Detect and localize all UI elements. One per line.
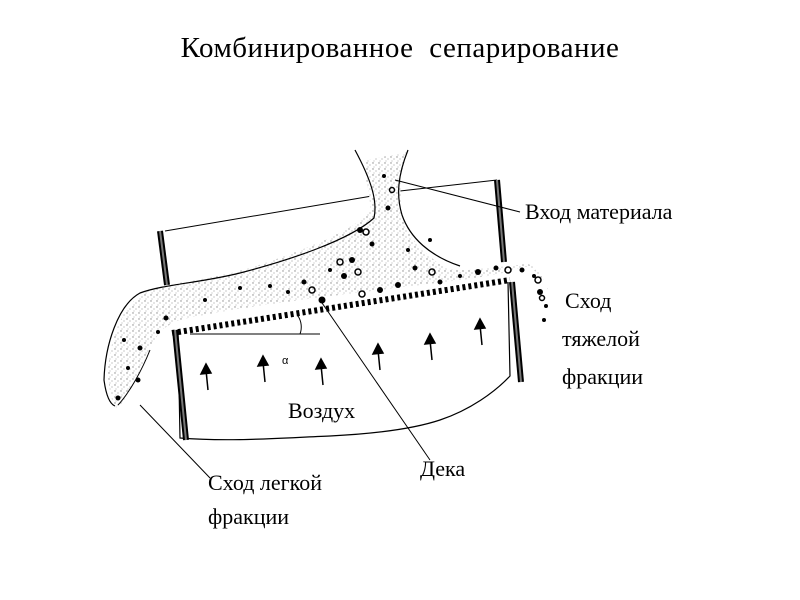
label-light-line1: Сход легкой [208,470,322,495]
material-outline-right [398,149,461,267]
particle-rings [308,186,546,302]
frame-lines [164,179,498,232]
label-light-line2: фракции [208,504,289,529]
air-arrow-2 [256,354,270,383]
leader-lines [139,179,521,479]
air-chamber [177,281,511,441]
air-arrows [199,317,487,391]
material-outline [103,149,376,407]
label-heavy-line3: фракции [562,364,643,389]
material-layer [108,152,548,408]
air-arrow-4 [371,342,385,371]
label-heavy-line2: тяжелой [562,326,640,351]
label-air: Воздух [288,398,355,423]
air-arrow-6 [473,317,487,346]
light-fraction-outline [117,349,151,406]
label-input-material: Вход материала [525,199,673,224]
label-heavy-line1: Сход [565,288,611,313]
page-title: Комбинированное сепарирование [180,32,620,64]
label-angle: α [282,355,289,367]
air-arrow-5 [423,332,437,361]
angle-indicator [190,315,320,335]
label-deck: Дека [420,456,465,481]
air-arrow-1 [199,362,213,391]
particles [115,174,548,401]
air-arrow-3 [314,357,328,386]
